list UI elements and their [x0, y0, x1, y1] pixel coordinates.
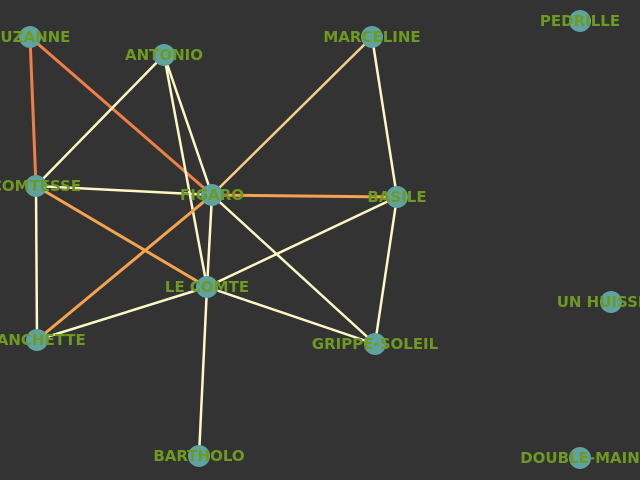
node-pedrille[interactable]: [569, 10, 591, 32]
edge-suzanne-figaro: [28, 35, 214, 197]
node-label-marceline: MARCELINE: [323, 28, 420, 46]
node-basile[interactable]: [386, 186, 408, 208]
node-antonio[interactable]: [153, 44, 175, 66]
node-comtesse[interactable]: [25, 175, 47, 197]
edge-figaro-fanchette: [35, 193, 214, 342]
node-label-antonio: ANTONIO: [125, 46, 203, 64]
node-label-suzanne: SUZANNE: [0, 28, 70, 46]
node-grippe-soleil[interactable]: [364, 333, 386, 355]
node-label-figaro: FIGARO: [180, 186, 244, 204]
node-label-fanchette: FANCHETTE: [0, 331, 86, 349]
node-label-pedrille: PEDRILLE: [540, 12, 620, 30]
edge-figaro-basile: [210, 193, 399, 199]
node-label-double-main: DOUBLE-MAIN: [520, 449, 640, 467]
node-label-un-huissier: UN HUISSIER: [557, 293, 640, 311]
edge-marceline-figaro: [210, 35, 374, 197]
edge-marceline-basile: [370, 35, 399, 199]
edge-antonio-figaro: [162, 53, 214, 197]
node-marceline[interactable]: [361, 26, 383, 48]
edge-basile-le-comte: [205, 195, 399, 289]
edge-suzanne-comtesse: [28, 35, 38, 188]
node-figaro[interactable]: [201, 184, 223, 206]
node-double-main[interactable]: [569, 447, 591, 469]
edge-le-comte-fanchette: [35, 285, 209, 342]
edge-comtesse-figaro: [34, 184, 214, 197]
label-layer: SUZANNE ANTONIO MARCELINE PEDRILLE COMTESSE F…: [0, 12, 640, 467]
node-layer: [19, 10, 622, 469]
node-label-grippe-soleil: GRIPPE-SOLEIL: [312, 335, 439, 353]
node-suzanne[interactable]: [19, 26, 41, 48]
edge-basile-grippe-soleil: [373, 195, 399, 346]
node-label-basile: BASILE: [367, 188, 426, 206]
node-label-bartholo: BARTHOLO: [153, 447, 244, 465]
edge-layer: [28, 35, 399, 458]
edge-comtesse-fanchette: [34, 184, 39, 342]
edge-antonio-comtesse: [34, 53, 166, 188]
edge-comtesse-le-comte: [34, 184, 209, 289]
node-un-huissier[interactable]: [600, 291, 622, 313]
edge-figaro-le-comte: [205, 193, 214, 289]
edge-antonio-le-comte: [162, 53, 209, 289]
edge-figaro-grippe-soleil: [210, 193, 377, 346]
node-label-comtesse: COMTESSE: [0, 177, 81, 195]
node-le-comte[interactable]: [196, 276, 218, 298]
edge-le-comte-bartholo: [197, 285, 209, 458]
node-fanchette[interactable]: [26, 329, 48, 351]
node-label-le-comte: LE COMTE: [165, 278, 249, 296]
edge-le-comte-grippe-soleil: [205, 285, 377, 346]
node-bartholo[interactable]: [188, 445, 210, 467]
